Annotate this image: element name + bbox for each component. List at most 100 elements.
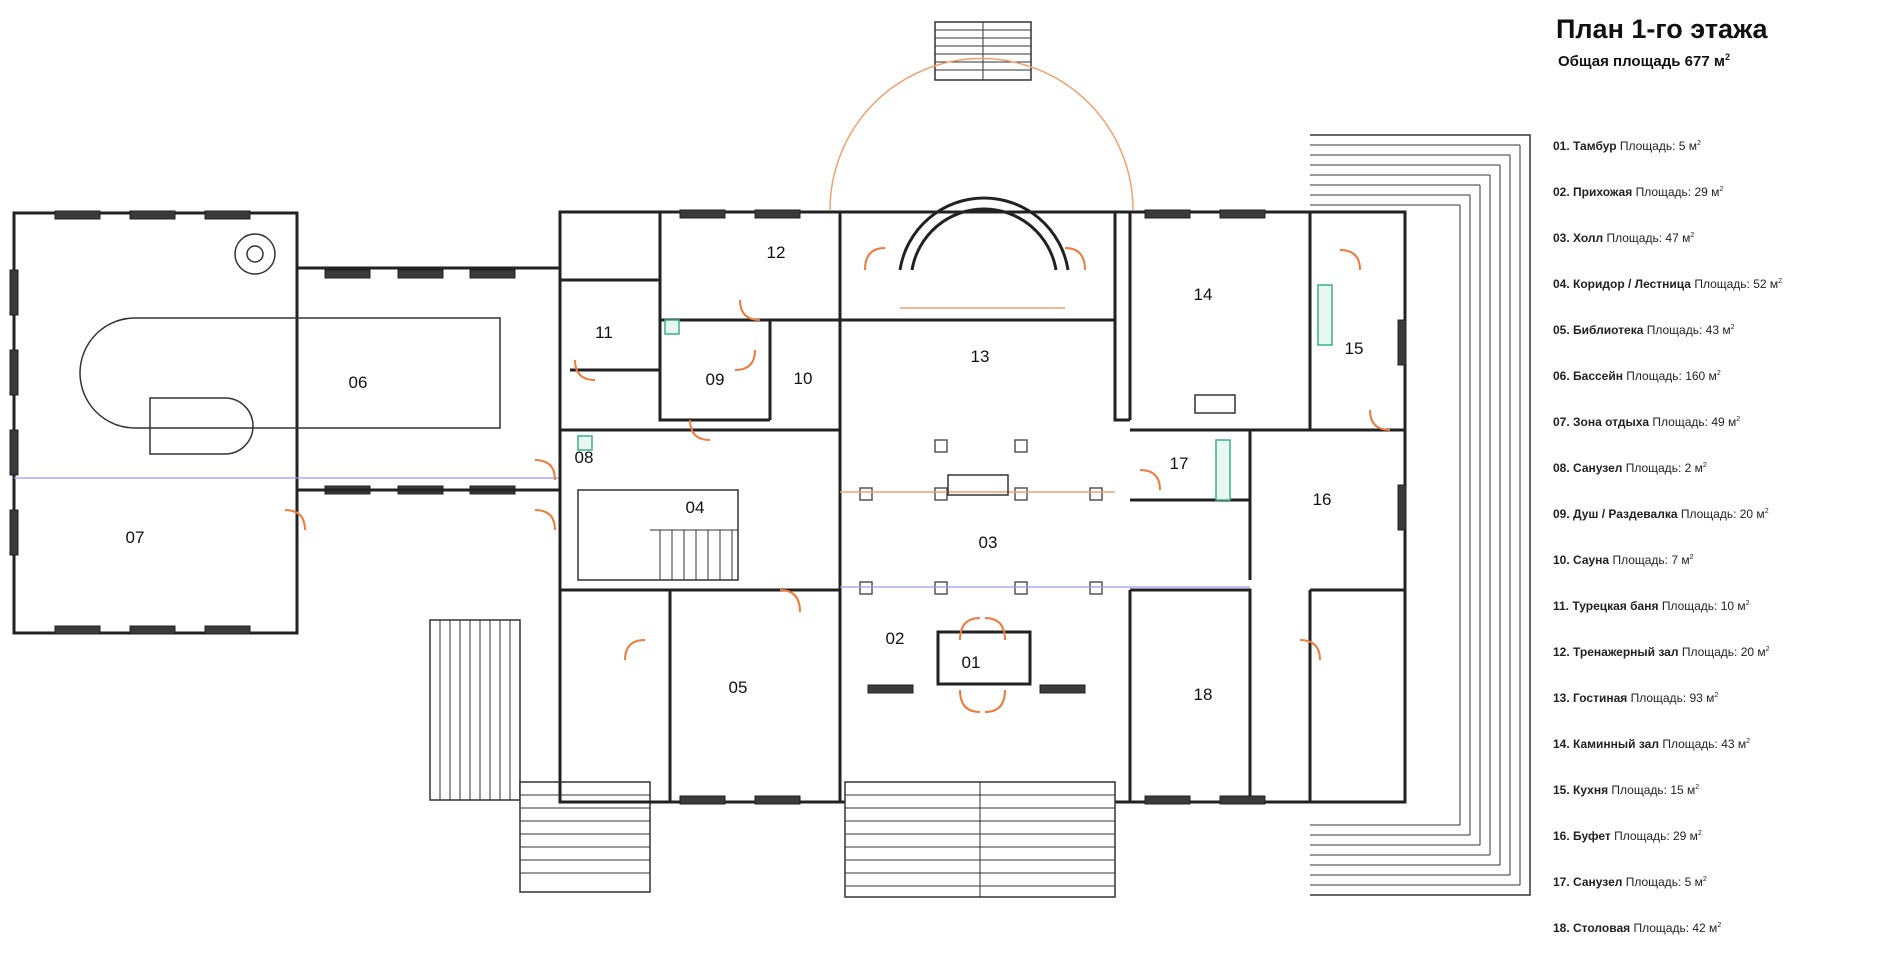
legend-label: 04. Коридор / Лестница [1553,277,1695,291]
window [129,210,176,220]
pool-corridor-wall [295,266,562,633]
legend-area: Площадь: 15 м [1611,783,1696,797]
legend-area: Площадь: 42 м [1633,921,1718,935]
door [779,589,801,613]
window [867,684,914,694]
window [754,209,801,219]
legend-item: 18. Столовая Площадь: 42 м2 [1553,916,1893,962]
legend-label: 06. Бассейн [1553,369,1627,383]
door [984,617,1006,641]
door [284,509,306,531]
legend-item: 03. Холл Площадь: 47 м2 [1553,226,1893,272]
column [1014,581,1028,595]
window [9,429,19,476]
pool-basin [149,397,254,455]
window [397,269,444,279]
legend-sup: 2 [1730,324,1735,331]
door [984,689,1006,713]
inner-stairs [577,489,739,581]
legend-area: Площадь: 20 м [1680,507,1765,521]
sink-fixture [1215,439,1231,501]
legend-sup: 2 [1697,830,1702,837]
total-area: Общая площадь 677 [1558,53,1714,70]
room-label-13: 13 [971,347,990,366]
legend-area: Площадь: 52 м [1694,277,1779,291]
window [679,795,726,805]
legend-area: Площадь: 160 м [1626,369,1717,383]
southwest-stairs [519,781,651,893]
legend-area: Площадь: 29 м [1614,829,1698,843]
floor-plan-drawing: 01 02 03 04 05 06 07 08 09 10 11 12 13 1… [9,21,1531,898]
window [204,625,251,635]
room-label-07: 07 [126,528,145,547]
room-label-04: 04 [686,498,705,517]
door [734,349,756,371]
total-area-unit-sup: 2 [1724,52,1730,62]
window [1039,684,1086,694]
east-stairs [1310,134,1531,896]
legend-area: Площадь: 93 м [1630,691,1715,705]
legend-sup: 2 [1695,784,1700,791]
spiral-stair-core [246,245,264,263]
legend-sup: 2 [1745,600,1750,607]
column [934,581,948,595]
legend-label: 17. Санузел [1553,875,1626,889]
legend-area: Площадь: 5 м [1619,139,1698,153]
column [859,581,873,595]
window [1397,484,1407,531]
legend-label: 11. Турецкая баня [1553,599,1662,613]
room-label-01: 01 [962,653,981,672]
window [1397,319,1407,366]
legend-label: 12. Тренажерный зал [1553,645,1682,659]
legend-sup: 2 [1714,692,1719,699]
legend-item: 14. Каминный зал Площадь: 43 м2 [1553,732,1893,778]
room-label-08: 08 [575,448,594,467]
column [1014,439,1028,453]
room-legend: 01. Тамбур Площадь: 5 м2 02. Прихожая Пл… [1553,134,1893,962]
legend-item: 16. Буфет Площадь: 29 м2 [1553,824,1893,870]
legend-item: 07. Зона отдыха Площадь: 49 м2 [1553,410,1893,456]
legend-label: 02. Прихожая [1553,185,1636,199]
door [1064,247,1086,271]
window [9,509,19,556]
legend-item: 12. Тренажерный зал Площадь: 20 м2 [1553,640,1893,686]
window [1219,795,1266,805]
door [959,617,981,641]
legend-sup: 2 [1690,232,1695,239]
legend-area: Площадь: 47 м [1606,231,1691,245]
legend-sup: 2 [1764,508,1769,515]
window [754,795,801,805]
room-label-09: 09 [706,370,725,389]
fireplace-2 [1194,394,1236,414]
room-label-05: 05 [729,678,748,697]
legend-sup: 2 [1697,140,1701,147]
fireplace [947,474,1009,496]
window [9,349,19,396]
legend-item: 10. Сауна Площадь: 7 м2 [1553,548,1893,594]
room-label-06: 06 [349,373,368,392]
window [1144,209,1191,219]
door [689,419,711,441]
column [1089,581,1103,595]
legend-item: 04. Коридор / Лестница Площадь: 52 м2 [1553,272,1893,318]
legend-label: 03. Холл [1553,231,1607,245]
legend-label: 01. Тамбур [1553,139,1620,153]
legend-item: 17. Санузел Площадь: 5 м2 [1553,870,1893,916]
window [1219,209,1266,219]
column [934,439,948,453]
legend-item: 08. Санузел Площадь: 2 м2 [1553,456,1893,502]
legend-sup: 2 [1717,922,1722,929]
legend-area: Площадь: 5 м [1625,875,1703,889]
legend-label: 16. Буфет [1553,829,1615,843]
west-stairs [429,619,521,801]
south-stairs [844,781,1116,898]
plan-title: План 1-го этажа [1556,14,1768,44]
door [1369,409,1391,431]
window [204,210,251,220]
rotunda-inner-arc [898,196,1070,271]
spiral-stair-icon [234,233,276,275]
column [1089,487,1103,501]
window [54,210,101,220]
door [624,639,646,661]
total-area-unit: м [1713,53,1725,70]
